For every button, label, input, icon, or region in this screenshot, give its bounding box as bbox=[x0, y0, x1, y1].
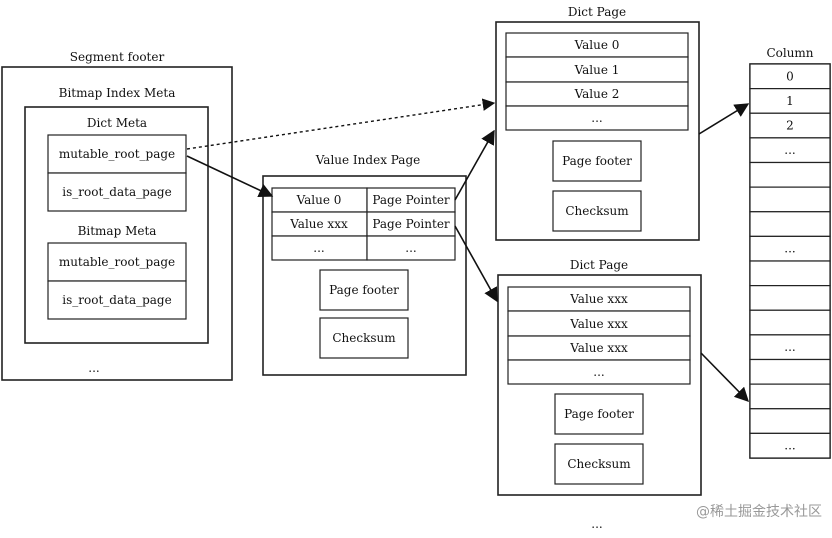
value-index-row-2-pointer bbox=[366, 235, 456, 261]
dict-page-top-row-2-label: Value 2 bbox=[574, 87, 620, 101]
column-cell-label: ... bbox=[784, 143, 795, 157]
column-cell bbox=[749, 161, 831, 188]
dict-page-top-row-1-label: Value 1 bbox=[574, 63, 620, 77]
arrow-dict-meta-to-value-index-page bbox=[186, 155, 274, 197]
dict-page-top-checksum bbox=[552, 190, 642, 232]
arrow-dict-page-top-to-column bbox=[698, 103, 750, 135]
bitmap-meta-mutable-root-page-label: mutable_root_page bbox=[59, 255, 175, 269]
column-cell bbox=[749, 334, 831, 361]
arrow-pointer-to-dict-page-top bbox=[454, 129, 495, 201]
value-index-checksum bbox=[319, 317, 409, 359]
column-cell-label: ... bbox=[784, 439, 795, 453]
value-index-row-1-value bbox=[271, 211, 368, 237]
dict-page-bottom-row-3 bbox=[507, 359, 691, 385]
dict-page-top-row-2 bbox=[505, 81, 689, 107]
value-index-row-1-pointer-label: Page Pointer bbox=[372, 217, 450, 231]
bitmap-meta-title: Bitmap Meta bbox=[78, 224, 157, 238]
segment-footer-ellipsis: ... bbox=[88, 361, 99, 375]
column-cell bbox=[749, 408, 831, 434]
column-cell bbox=[749, 63, 831, 90]
dict-page-top-row-0 bbox=[505, 32, 689, 58]
bitmap-meta-is-root-data-page bbox=[47, 280, 187, 320]
value-index-row-1-pointer bbox=[366, 211, 456, 237]
bitmap-meta-is-root-data-page-label: is_root_data_page bbox=[62, 293, 171, 307]
column-cell bbox=[749, 285, 831, 311]
dict-page-top-row-3-label: ... bbox=[591, 111, 602, 125]
dict-meta-is-root-data-page bbox=[47, 172, 187, 212]
dict-page-top-title: Dict Page bbox=[568, 5, 626, 19]
dict-page-top-page-footer-label: Page footer bbox=[562, 154, 632, 168]
value-index-row-2-pointer-label: ... bbox=[405, 241, 416, 255]
column-cell-label: ... bbox=[784, 340, 795, 354]
column-cell bbox=[749, 309, 831, 336]
column-cell bbox=[749, 383, 831, 410]
value-index-row-0-value-label: Value 0 bbox=[296, 193, 342, 207]
column-cell bbox=[749, 211, 831, 237]
dict-meta-mutable-root-page-label: mutable_root_page bbox=[59, 147, 175, 161]
bitmap-index-meta-title: Bitmap Index Meta bbox=[59, 86, 176, 100]
watermark: @稀土掘金技术社区 bbox=[696, 504, 822, 520]
dict-page-top-row-1 bbox=[505, 56, 689, 83]
value-index-row-1-value-label: Value xxx bbox=[289, 217, 348, 231]
column-title: Column bbox=[766, 46, 813, 60]
column-cell bbox=[749, 432, 831, 459]
dict-page-bottom-page-footer-label: Page footer bbox=[564, 407, 634, 421]
arrow-dict-page-bottom-to-column bbox=[700, 352, 750, 403]
value-index-row-2-value bbox=[271, 235, 368, 261]
dict-meta-is-root-data-page-label: is_root_data_page bbox=[62, 185, 171, 199]
dict-page-top-row-0-label: Value 0 bbox=[574, 38, 620, 52]
dict-page-top: Dict Page Value 0 Value 1 Value 2 ... Pa… bbox=[495, 5, 700, 241]
column-cell-label: ... bbox=[784, 242, 795, 256]
dict-page-top-page-footer bbox=[552, 140, 642, 182]
column-cell-label: 1 bbox=[786, 94, 794, 108]
column-cell-label: 2 bbox=[786, 119, 794, 133]
segment-footer-title: Segment footer bbox=[70, 50, 165, 64]
dashed-arrow-dict-meta-to-dict-page bbox=[186, 98, 496, 150]
value-index-page: Value Index Page Value 0 Page Pointer Va… bbox=[262, 153, 467, 376]
dict-page-bottom-row-1-label: Value xxx bbox=[569, 317, 628, 331]
dict-page-top-row-3 bbox=[505, 105, 689, 131]
dict-page-bottom: Dict Page Value xxx Value xxx Value xxx … bbox=[497, 258, 702, 531]
dict-page-bottom-row-2 bbox=[507, 335, 691, 361]
column: Column 0 1 2............ bbox=[749, 46, 831, 459]
dict-meta-title: Dict Meta bbox=[87, 116, 147, 130]
dict-meta-mutable-root-page bbox=[47, 134, 187, 174]
dict-page-top-checksum-label: Checksum bbox=[565, 204, 629, 218]
column-cell bbox=[749, 260, 831, 287]
column-cell bbox=[749, 112, 831, 139]
arrows bbox=[186, 98, 750, 403]
value-index-page-footer-label: Page footer bbox=[329, 283, 399, 297]
arrow-pointer-to-dict-page-bottom bbox=[454, 225, 498, 303]
dict-page-bottom-checksum bbox=[554, 443, 644, 485]
dict-page-bottom-ellipsis: ... bbox=[591, 517, 602, 531]
value-index-row-2-value-label: ... bbox=[313, 241, 324, 255]
dict-page-bottom-title: Dict Page bbox=[570, 258, 628, 272]
dict-page-bottom-row-2-label: Value xxx bbox=[569, 341, 628, 355]
value-index-page-footer bbox=[319, 269, 409, 311]
dict-page-bottom-row-0 bbox=[507, 286, 691, 312]
column-cell bbox=[749, 358, 831, 385]
dict-page-bottom-checksum-label: Checksum bbox=[567, 457, 631, 471]
dict-page-bottom-page-footer bbox=[554, 393, 644, 435]
value-index-row-0-pointer-label: Page Pointer bbox=[372, 193, 450, 207]
column-cell-label: 0 bbox=[786, 69, 794, 83]
dict-page-bottom-row-0-label: Value xxx bbox=[569, 292, 628, 306]
dict-page-bottom-row-3-label: ... bbox=[593, 365, 604, 379]
segment-footer: Segment footer Bitmap Index Meta Dict Me… bbox=[1, 50, 233, 381]
value-index-checksum-label: Checksum bbox=[332, 331, 396, 345]
value-index-page-title: Value Index Page bbox=[315, 153, 421, 167]
column-cell bbox=[749, 186, 831, 213]
value-index-row-0-value bbox=[271, 187, 368, 213]
